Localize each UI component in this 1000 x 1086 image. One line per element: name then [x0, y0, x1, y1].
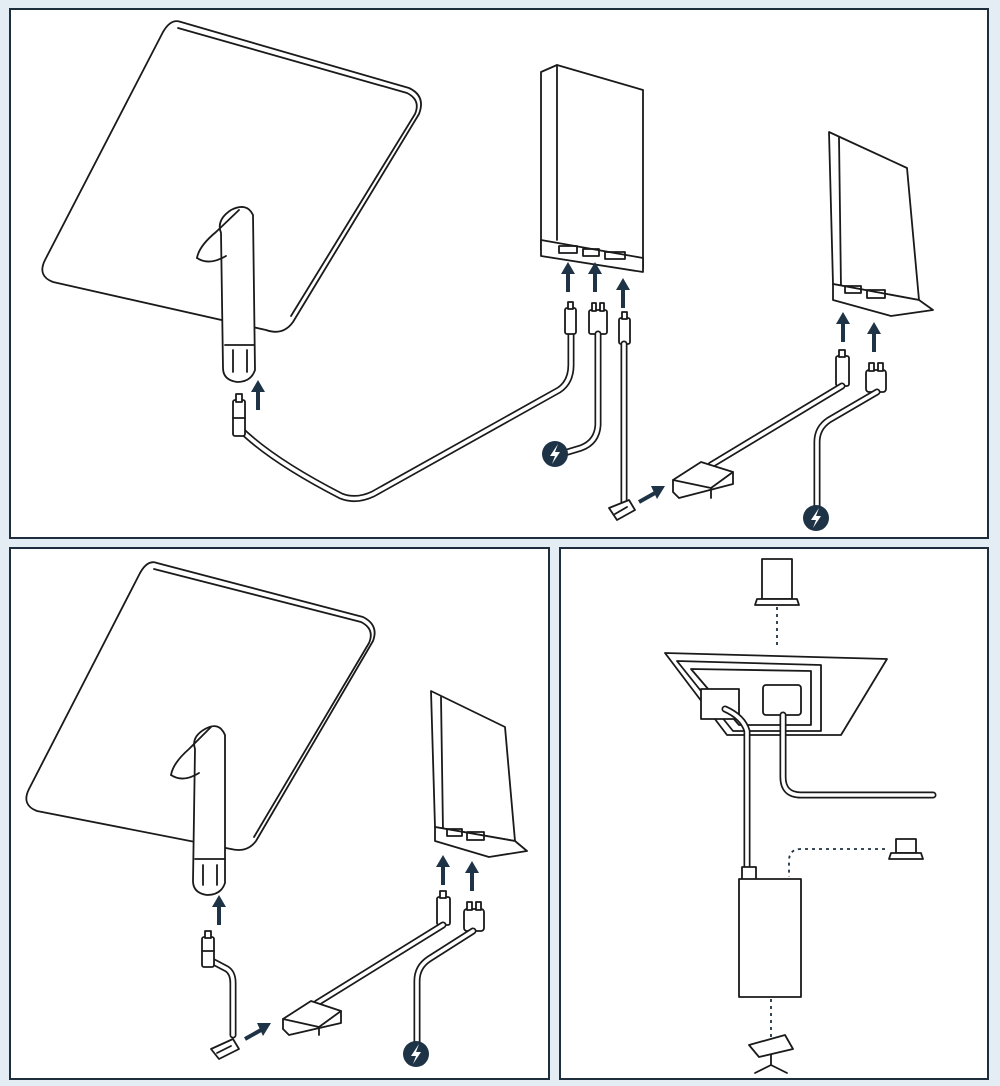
up-arrow-icon	[588, 262, 602, 292]
satellite-dish	[41, 20, 422, 333]
cable-end-connector	[608, 499, 636, 521]
ethernet-adapter	[282, 1000, 342, 1036]
dish-mast	[196, 206, 256, 383]
satellite-dish	[25, 561, 376, 851]
router-2-connector-1	[835, 349, 850, 387]
panel-bottom-right	[559, 547, 989, 1080]
power-cable	[413, 927, 477, 1049]
router	[430, 690, 528, 858]
cable-down	[721, 705, 751, 879]
dish-icon	[748, 1034, 794, 1074]
ethernet-adapter-cable	[313, 921, 447, 1007]
dish-cable-connector	[201, 930, 215, 968]
up-arrow-icon	[465, 861, 479, 891]
diagram-bottom-left	[25, 561, 528, 1067]
diagram-bottom-right	[664, 558, 937, 1074]
up-arrow-icon	[836, 312, 850, 342]
dashed-link	[788, 848, 885, 877]
dish-cable	[204, 955, 237, 1039]
router-2	[828, 131, 934, 317]
panel-top	[9, 8, 989, 539]
dish-cable	[235, 328, 575, 503]
router-connector-1	[564, 301, 577, 335]
wall-plate	[664, 652, 888, 736]
panel-bottom-left	[9, 547, 550, 1080]
power-cable-2	[813, 388, 881, 514]
power-icon	[803, 505, 829, 531]
router-icon	[754, 558, 800, 606]
router-connector-1	[436, 890, 451, 926]
up-arrow-icon	[561, 262, 575, 292]
power-icon	[542, 441, 568, 467]
router-connector-2	[588, 302, 608, 335]
ethernet-adapter-cable	[707, 382, 846, 469]
up-arrow-icon	[867, 322, 881, 352]
right-arrow-icon	[638, 486, 665, 504]
router	[540, 64, 644, 273]
router-connector-2	[463, 901, 485, 932]
cable-end-connector	[210, 1038, 240, 1060]
cable-right	[779, 711, 937, 799]
dish-cable-connector	[232, 393, 246, 437]
power-cable	[557, 330, 602, 458]
dish-mast	[170, 725, 226, 896]
diagram-top	[41, 20, 934, 531]
power-icon	[403, 1041, 429, 1067]
up-arrow-icon	[436, 855, 450, 885]
right-arrow-icon	[244, 1023, 271, 1041]
laptop-icon	[888, 838, 924, 860]
up-arrow-icon	[616, 278, 630, 308]
power-supply	[738, 866, 802, 998]
up-arrow-icon	[212, 895, 226, 925]
ethernet-adapter	[672, 461, 734, 499]
router-connector-3	[618, 311, 631, 345]
up-arrow-icon	[251, 380, 265, 410]
router-2-connector-2	[865, 362, 887, 393]
